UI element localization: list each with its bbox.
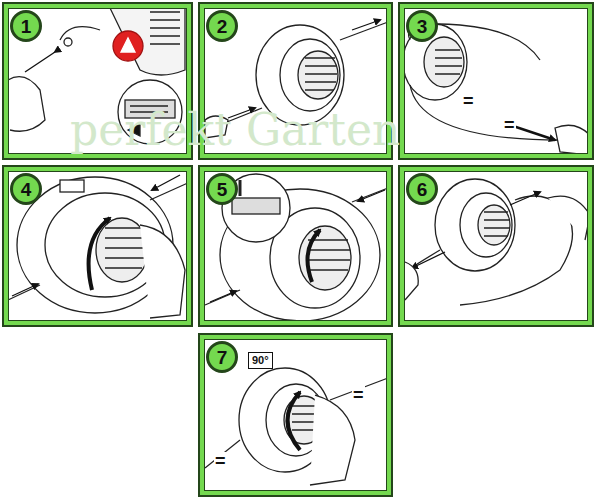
step-number: 2 [217, 17, 228, 36]
line-mark: = [503, 116, 516, 134]
angle-label: 90° [248, 352, 273, 369]
line-mark: = [214, 452, 227, 470]
step-badge: 7 [206, 341, 238, 373]
step-number: 1 [21, 17, 32, 36]
step-panel: 3 [398, 2, 594, 160]
step-badge: 2 [206, 10, 238, 42]
watermark: perfekt Garten [70, 108, 400, 152]
step-number: 7 [217, 348, 228, 367]
step-badge: 3 [406, 10, 438, 42]
step-number: 5 [217, 180, 228, 199]
step-badge: 1 [10, 10, 42, 42]
step-number: 6 [417, 180, 428, 199]
step-badge: 5 [206, 173, 238, 205]
step-panel: 4 [2, 165, 193, 327]
step-number: 4 [21, 180, 32, 199]
step-badge: 4 [10, 173, 42, 205]
step-panel: 6 [398, 165, 594, 327]
step-panel: 7 [198, 333, 393, 497]
step-panel: 5 [198, 165, 393, 327]
step-badge: 6 [406, 173, 438, 205]
step-number: 3 [417, 17, 428, 36]
line-mark: = [462, 92, 475, 110]
line-mark: = [352, 386, 365, 404]
